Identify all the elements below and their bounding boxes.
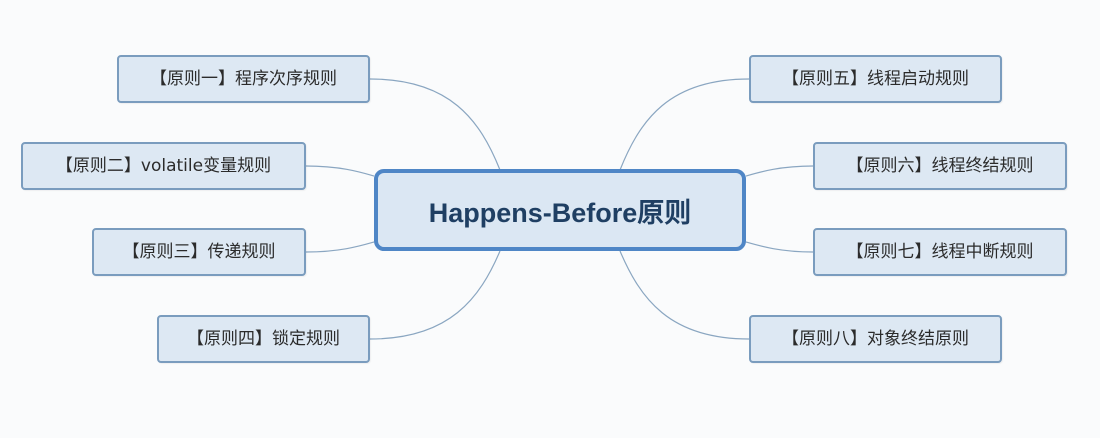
connector-rule-4 — [369, 250, 501, 340]
rule-node-label: 【原则三】传递规则 — [122, 241, 276, 262]
rule-node-4[interactable]: 【原则四】锁定规则 — [157, 315, 370, 363]
connector-rule-3 — [305, 241, 375, 253]
rule-node-7[interactable]: 【原则七】线程中断规则 — [813, 228, 1067, 276]
rule-node-8[interactable]: 【原则八】对象终结原则 — [749, 315, 1002, 363]
connector-rule-6 — [745, 165, 814, 177]
central-topic-label: Happens-Before原则 — [428, 197, 692, 228]
rule-node-3[interactable]: 【原则三】传递规则 — [92, 228, 306, 276]
rule-node-label: 【原则四】锁定规则 — [187, 328, 340, 349]
rule-node-label: 【原则八】对象终结原则 — [782, 328, 969, 349]
rule-node-label: 【原则二】volatile变量规则 — [55, 155, 272, 176]
rule-node-1[interactable]: 【原则一】程序次序规则 — [117, 55, 370, 103]
connector-rule-8 — [619, 250, 750, 340]
central-topic[interactable]: Happens-Before原则 — [374, 169, 746, 251]
rule-node-label: 【原则七】线程中断规则 — [846, 241, 1034, 262]
connector-rule-1 — [369, 78, 501, 171]
connector-rule-7 — [745, 241, 814, 253]
rule-node-label: 【原则五】线程启动规则 — [782, 68, 969, 89]
rule-node-5[interactable]: 【原则五】线程启动规则 — [749, 55, 1002, 103]
rule-node-label: 【原则一】程序次序规则 — [150, 68, 337, 89]
rule-node-label: 【原则六】线程终结规则 — [846, 155, 1034, 176]
connector-rule-2 — [305, 165, 375, 177]
rule-node-6[interactable]: 【原则六】线程终结规则 — [813, 142, 1067, 190]
connector-rule-5 — [619, 78, 750, 171]
rule-node-2[interactable]: 【原则二】volatile变量规则 — [21, 142, 306, 190]
